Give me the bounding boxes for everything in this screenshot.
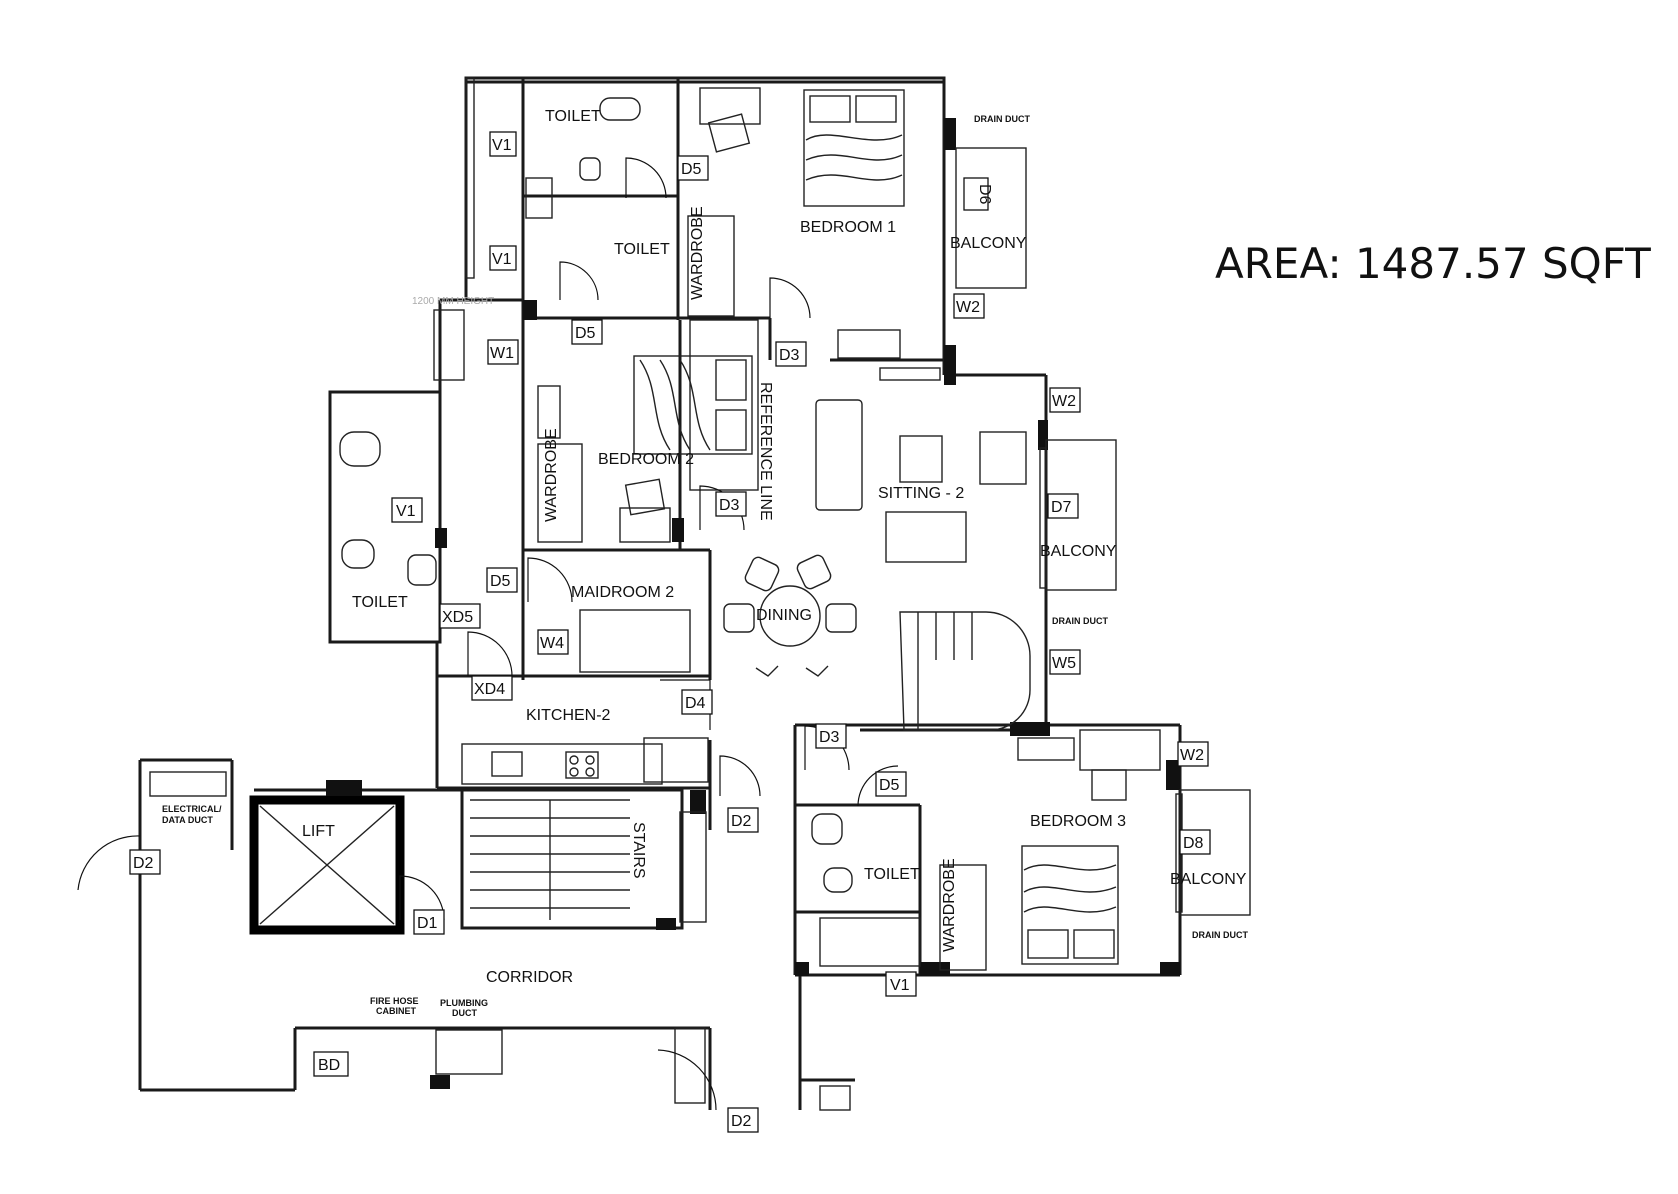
svg-text:V1: V1: [492, 137, 512, 154]
tag-d5-b: D5: [571, 319, 603, 345]
plumbing-note-2: DUCT: [452, 1008, 477, 1018]
svg-text:D5: D5: [490, 573, 511, 590]
room-wardrobe-1: WARDROBE: [689, 206, 706, 300]
room-toilet-3: TOILET: [864, 866, 920, 883]
svg-text:XD5: XD5: [442, 609, 473, 626]
tag-d2-b: D2: [727, 807, 759, 833]
furniture: [259, 87, 1161, 971]
svg-text:V1: V1: [492, 251, 512, 268]
tag-v1-d: V1: [885, 971, 917, 997]
svg-text:D7: D7: [1051, 499, 1072, 516]
tag-d2-a: D2: [129, 849, 161, 875]
svg-text:V1: V1: [890, 977, 910, 994]
svg-text:D2: D2: [731, 813, 752, 830]
electrical-duct-note-2: DATA DUCT: [162, 815, 213, 825]
tag-d3-b: D3: [715, 491, 747, 517]
svg-text:W2: W2: [1180, 747, 1204, 764]
room-corridor: CORRIDOR: [486, 969, 573, 986]
drain-duct-note-1: DRAIN DUCT: [974, 114, 1030, 124]
reference-line-label: REFERENCE LINE: [757, 382, 774, 521]
svg-text:XD4: XD4: [474, 681, 505, 698]
room-lift: LIFT: [302, 823, 335, 840]
height-note: 1200 MM HEIGHT: [412, 296, 494, 307]
tag-w1: W1: [487, 339, 519, 365]
room-balcony-3: BALCONY: [1170, 871, 1247, 888]
room-toilet-2: TOILET: [614, 241, 670, 258]
tag-w4: W4: [537, 629, 569, 655]
area-label: AREA: 1487.57 SQFT: [1215, 239, 1651, 288]
fire-hose-note-1: FIRE HOSE: [370, 996, 419, 1006]
svg-text:D4: D4: [685, 695, 706, 712]
room-dining: DINING: [756, 607, 812, 624]
tag-v1-c: V1: [391, 497, 423, 523]
tag-w2-c: W2: [1177, 741, 1209, 767]
room-kitchen-2: KITCHEN-2: [526, 707, 611, 724]
tag-xd4: XD4: [471, 675, 513, 701]
svg-text:D1: D1: [417, 915, 438, 932]
svg-text:D5: D5: [575, 325, 596, 342]
opening-tags: V1 V1 V1 V1 W1 W2 W2 W2 W4 W5 D5 D5 D5 D…: [129, 131, 1211, 1133]
svg-text:BD: BD: [318, 1057, 340, 1074]
tag-d3-a: D3: [775, 341, 807, 367]
svg-text:W4: W4: [540, 635, 564, 652]
svg-text:V1: V1: [396, 503, 416, 520]
tag-w2-b: W2: [1049, 387, 1081, 413]
balconies: [955, 147, 1251, 916]
room-wardrobe-3: WARDROBE: [941, 858, 958, 952]
room-balcony-1: BALCONY: [950, 235, 1027, 252]
room-maidroom-2: MAIDROOM 2: [571, 584, 674, 601]
columns: [326, 118, 1180, 1089]
svg-text:W5: W5: [1052, 655, 1076, 672]
tag-w5: W5: [1049, 649, 1081, 675]
drain-duct-note-2: DRAIN DUCT: [1052, 616, 1108, 626]
svg-text:W2: W2: [956, 299, 980, 316]
tag-d5-d: D5: [875, 771, 907, 797]
svg-text:D5: D5: [879, 777, 900, 794]
tag-w2-a: W2: [953, 293, 985, 319]
svg-text:D2: D2: [133, 855, 154, 872]
svg-text:D2: D2: [731, 1113, 752, 1130]
room-bedroom-3: BEDROOM 3: [1030, 813, 1126, 830]
tag-v1-a: V1: [489, 131, 517, 157]
tag-d2-c: D2: [727, 1107, 759, 1133]
tag-d8: D8: [1179, 829, 1211, 855]
svg-text:D3: D3: [719, 497, 740, 514]
svg-text:D5: D5: [681, 161, 702, 178]
tag-xd5: XD5: [439, 603, 481, 629]
tag-d5-c: D5: [486, 567, 518, 593]
drain-duct-note-3: DRAIN DUCT: [1192, 930, 1248, 940]
svg-text:W2: W2: [1052, 393, 1076, 410]
room-sitting-2: SITTING - 2: [878, 485, 964, 502]
svg-text:D8: D8: [1183, 835, 1204, 852]
tag-d3-c: D3: [815, 723, 847, 749]
tag-d7: D7: [1047, 493, 1079, 519]
tag-d4: D4: [681, 689, 713, 715]
room-stairs: STAIRS: [630, 822, 647, 879]
room-toilet-1: TOILET: [545, 108, 601, 125]
room-wardrobe-2: WARDROBE: [543, 428, 560, 522]
svg-text:W1: W1: [490, 345, 514, 362]
electrical-duct-note-1: ELECTRICAL/: [162, 804, 222, 814]
tag-d6: D6: [963, 177, 993, 211]
room-balcony-2: BALCONY: [1040, 543, 1117, 560]
room-bedroom-2: BEDROOM 2: [598, 451, 694, 468]
room-toilet-maid: TOILET: [352, 594, 408, 611]
fire-hose-note-2: CABINET: [376, 1006, 417, 1016]
tag-d1: D1: [413, 909, 445, 935]
svg-text:D3: D3: [819, 729, 840, 746]
plumbing-note-1: PLUMBING: [440, 998, 488, 1008]
room-bedroom-1: BEDROOM 1: [800, 219, 896, 236]
tag-v1-b: V1: [489, 245, 517, 271]
svg-text:D3: D3: [779, 347, 800, 364]
tag-d5-a: D5: [677, 155, 709, 181]
svg-text:D6: D6: [976, 184, 993, 205]
tag-bd: BD: [313, 1051, 349, 1077]
